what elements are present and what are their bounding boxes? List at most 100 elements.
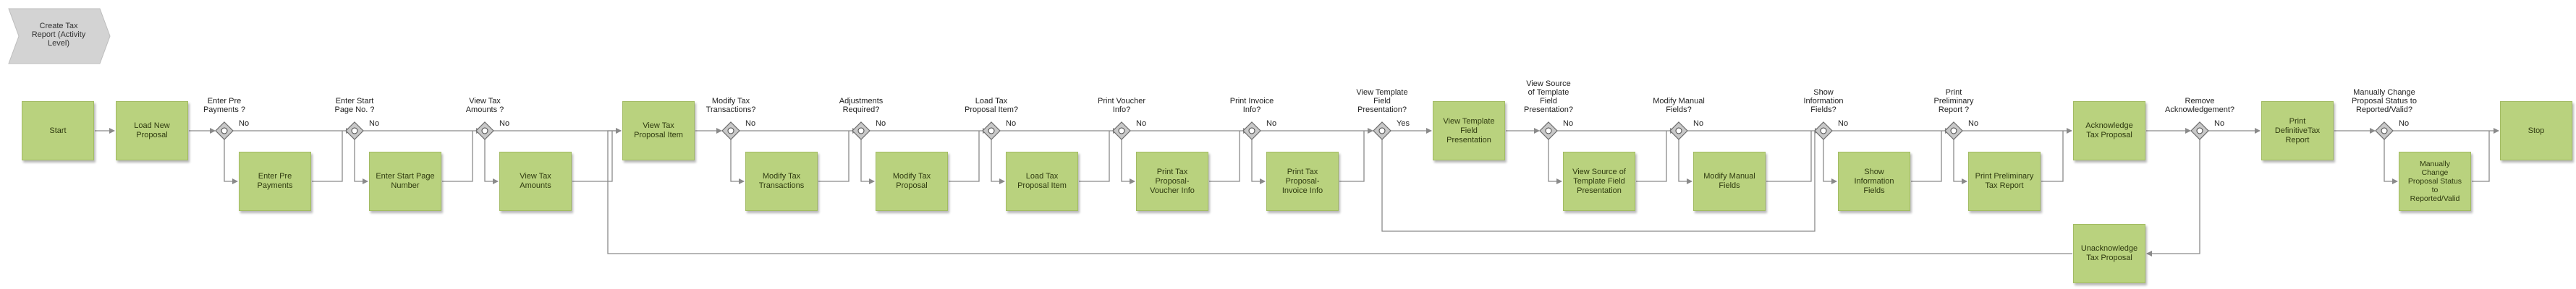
connector	[991, 139, 1005, 184]
connector	[1953, 139, 1967, 184]
gateway-label-print-voucher-info: Print Voucher Info?	[1097, 97, 1146, 114]
connector	[224, 139, 238, 184]
gateway-label-load-tax-proposal-item: Load Tax Proposal Item?	[965, 97, 1018, 114]
edge-label-no: No	[2399, 119, 2410, 128]
connector	[1911, 131, 1942, 182]
edge-label-no: No	[1006, 119, 1017, 128]
edge-label-yes: Yes	[1397, 119, 1410, 128]
connector	[1548, 139, 1562, 184]
gateway-label-modify-tax-transactions: Modify Tax Transactions?	[706, 97, 756, 114]
gateway-diamond	[475, 121, 494, 140]
connector	[949, 131, 980, 182]
edge-label-no: No	[745, 119, 756, 128]
activity-modify-manual-fields[interactable]: Modify Manual Fields	[1693, 152, 1766, 211]
gateway-label-manually-change-status: Manually Change Proposal Status to Repor…	[2352, 88, 2417, 114]
gateway-diamond	[1242, 121, 1261, 140]
gateway-label-modify-manual-fields: Modify Manual Fields?	[1653, 97, 1705, 114]
connector	[1636, 131, 1667, 182]
connector	[2384, 139, 2398, 184]
connector	[1381, 131, 1816, 232]
connector	[1209, 131, 1240, 182]
gateway-label-print-preliminary-report: Print Preliminary Report ?	[1933, 88, 1974, 114]
edge-label-no: No	[1563, 119, 1574, 128]
title-shape	[8, 8, 111, 64]
edge-label-no: No	[1136, 119, 1147, 128]
gateway-diamond	[215, 121, 234, 140]
activity-unacknowledge-tax-proposal[interactable]: Unacknowledge Tax Proposal	[2073, 224, 2145, 283]
connector	[607, 128, 2072, 254]
connector	[1121, 139, 1135, 184]
connector	[1766, 131, 1812, 182]
edge-label-no: No	[239, 119, 250, 128]
gateway-label-enter-start-page: Enter Start Page No. ?	[334, 97, 375, 114]
connector-lines	[95, 128, 2499, 256]
activity-print-preliminary-tax-report[interactable]: Print Preliminary Tax Report	[1968, 152, 2041, 211]
gateway-diamond	[721, 121, 740, 140]
activity-view-source-template-field[interactable]: View Source of Template Field Presentati…	[1563, 152, 1635, 211]
activity-load-new-proposal[interactable]: Load New Proposal	[116, 101, 188, 160]
connector	[818, 131, 850, 182]
gateway-diamond	[1814, 121, 1833, 140]
gateway-label-view-tax-amounts: View Tax Amounts ?	[465, 97, 504, 114]
activity-enter-pre-payments[interactable]: Enter Pre Payments	[239, 152, 311, 211]
decision-gateways	[215, 121, 2394, 140]
gateway-label-adjustments-required: Adjustments Required?	[839, 97, 884, 114]
activity-view-tax-proposal-item[interactable]: View Tax Proposal Item	[622, 101, 695, 160]
activity-enter-start-page-number[interactable]: Enter Start Page Number	[369, 152, 441, 211]
activity-modify-tax-proposal[interactable]: Modify Tax Proposal	[876, 152, 948, 211]
gateway-diamond	[1944, 121, 1963, 140]
gateway-diamond	[1373, 121, 1391, 140]
activity-view-template-field-presentation[interactable]: View Template Field Presentation	[1433, 101, 1505, 160]
edge-label-no: No	[1693, 119, 1704, 128]
gateway-diamond	[982, 121, 1001, 140]
gateway-diamond	[2375, 121, 2394, 140]
connector	[1823, 139, 1837, 184]
activity-view-tax-amounts[interactable]: View Tax Amounts	[499, 152, 572, 211]
connector	[1251, 139, 1266, 184]
connector	[312, 131, 343, 182]
activity-start[interactable]: Start	[22, 101, 94, 160]
connector	[860, 139, 875, 184]
connector	[354, 139, 368, 184]
gateway-diamond	[2190, 121, 2209, 140]
edge-label-no: No	[876, 119, 886, 128]
gateway-label-show-information-fields: Show Information Fields?	[1803, 88, 1844, 114]
edge-label-no: No	[499, 119, 510, 128]
connector	[1079, 131, 1110, 182]
activity-load-tax-proposal-item[interactable]: Load Tax Proposal Item	[1006, 152, 1078, 211]
connector	[2146, 139, 2200, 256]
gateway-label-remove-acknowledgement: Remove Acknowledgement?	[2164, 97, 2235, 114]
connector	[2041, 131, 2064, 182]
gateway-label-view-template-field: View Template Field Presentation?	[1356, 88, 1408, 114]
gateway-diamond	[852, 121, 870, 140]
connector	[572, 131, 613, 182]
activity-show-information-fields[interactable]: Show Information Fields	[1838, 152, 1910, 211]
gateway-label-view-source-template: View Source of Template Field Presentati…	[1524, 79, 1573, 114]
edge-label-no: No	[1266, 119, 1277, 128]
gateway-label-enter-pre-payments: Enter Pre Payments ?	[203, 97, 246, 114]
edge-label-no: No	[1968, 119, 1979, 128]
activity-manually-change-status[interactable]: Manually Change Proposal Status to Repor…	[2399, 152, 2471, 211]
gateway-diamond	[1669, 121, 1688, 140]
activity-print-voucher-info[interactable]: Print Tax Proposal- Voucher Info	[1136, 152, 1208, 211]
edge-label-no: No	[1838, 119, 1849, 128]
diagram-title: Create Tax Report (Activity Level)	[31, 22, 86, 48]
edge-label-no: No	[369, 119, 380, 128]
connector	[442, 131, 473, 182]
activity-stop[interactable]: Stop	[2500, 101, 2572, 160]
activity-acknowledge-tax-proposal[interactable]: Acknowledge Tax Proposal	[2073, 101, 2145, 160]
connector	[730, 139, 745, 184]
connector	[1678, 139, 1692, 184]
gateway-diamond	[1539, 121, 1558, 140]
gateway-diamond	[345, 121, 364, 140]
connector	[2472, 131, 2490, 182]
edge-label-no: No	[2214, 119, 2225, 128]
gateway-diamond	[1112, 121, 1131, 140]
gateway-label-print-invoice-info: Print Invoice Info?	[1229, 97, 1274, 114]
connector	[484, 139, 499, 184]
connector	[1339, 131, 1365, 182]
activity-modify-tax-transactions[interactable]: Modify Tax Transactions	[745, 152, 818, 211]
activity-print-definitive-tax-report[interactable]: Print DefinitiveTax Report	[2261, 101, 2334, 160]
activity-print-invoice-info[interactable]: Print Tax Proposal- Invoice Info	[1266, 152, 1339, 211]
